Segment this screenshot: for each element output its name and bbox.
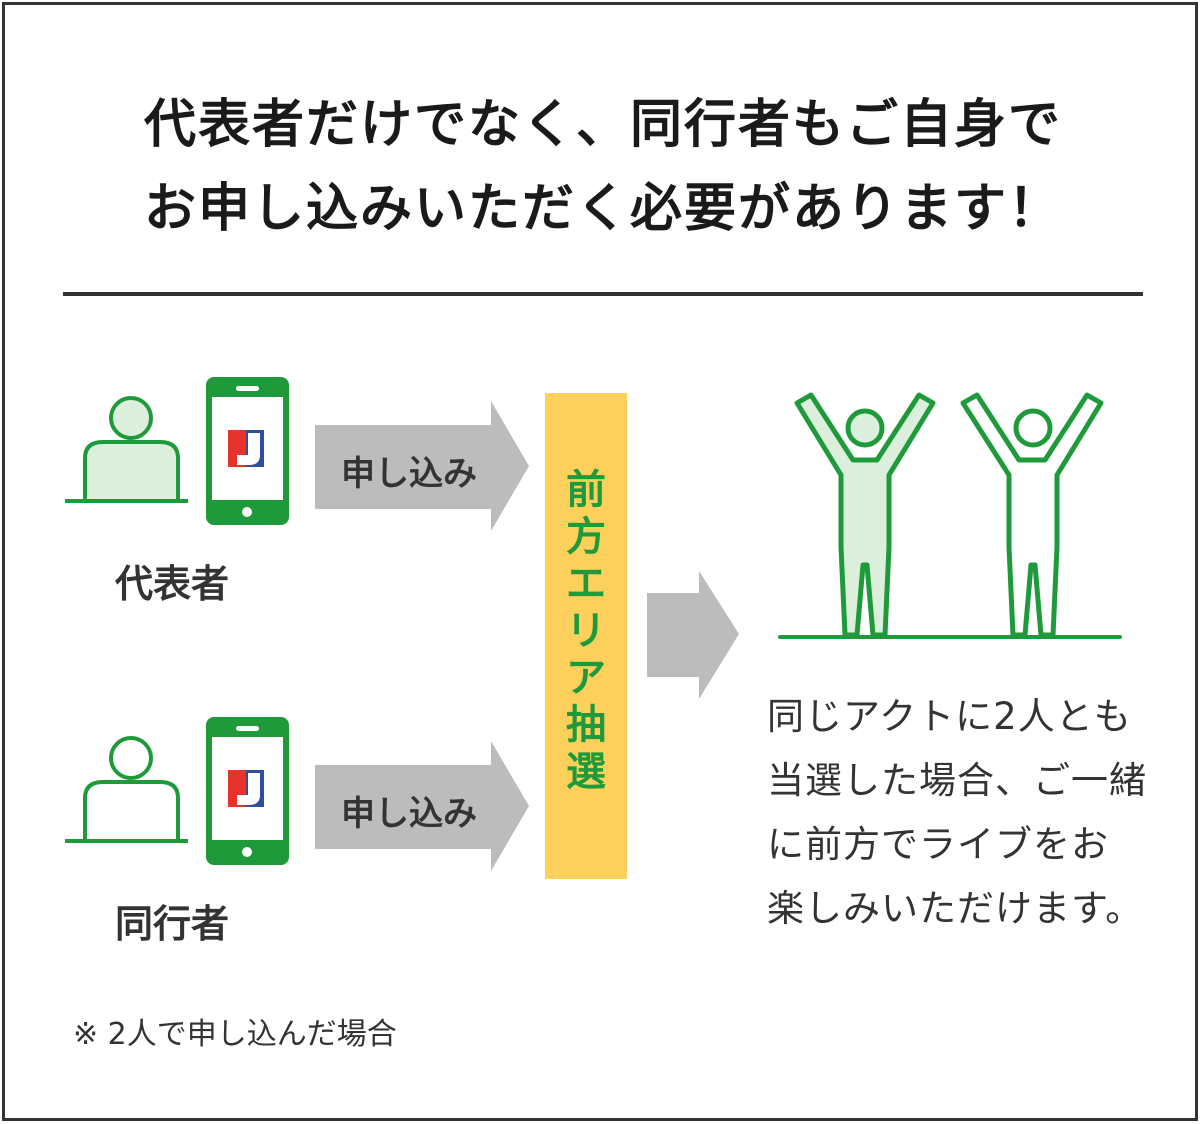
result-line: 当選した場合、ご一緒 xyxy=(767,759,1147,802)
celebrating-people-icon xyxy=(778,392,1122,639)
arrow-right-icon xyxy=(315,401,529,531)
result-line: 同じアクトに2人とも xyxy=(767,695,1132,738)
lottery-char: 方 xyxy=(566,514,606,560)
smartphone-icon xyxy=(206,717,289,865)
app-logo-icon xyxy=(228,430,264,467)
divider xyxy=(63,292,1143,296)
headline: 代表者だけでなく、同行者もご自身で お申し込みいただく必要があります！ xyxy=(5,83,1200,251)
front-area-lottery-box: 前 方 エ リ ア 抽 選 xyxy=(545,393,627,879)
lottery-char: 前 xyxy=(566,467,606,513)
footnote: ※ 2人で申し込んだ場合 xyxy=(73,1017,397,1052)
lottery-char: 選 xyxy=(566,749,606,795)
apply-label-representative: 申し込み xyxy=(341,454,477,494)
apply-label-companion: 申し込み xyxy=(341,794,477,834)
person-icon xyxy=(65,396,188,503)
headline-line-1: 代表者だけでなく、同行者もご自身で xyxy=(143,95,1062,155)
smartphone-icon xyxy=(206,377,289,525)
result-line: に前方でライブをお xyxy=(767,823,1109,866)
app-logo-icon xyxy=(228,770,264,807)
result-description: 同じアクトに2人とも 当選した場合、ご一緒 に前方でライブをお 楽しみいただけま… xyxy=(767,685,1147,941)
lottery-char: ア xyxy=(566,655,606,701)
lottery-char: 抽 xyxy=(566,702,606,748)
companion-label: 同行者 xyxy=(115,902,230,946)
headline-line-2: お申し込みいただく必要があります！ xyxy=(143,179,1062,239)
diagram-graphics xyxy=(65,377,1122,871)
lottery-char: リ xyxy=(566,608,606,654)
arrow-right-icon xyxy=(647,571,739,699)
result-line: 楽しみいただけます。 xyxy=(767,887,1144,930)
arrow-right-icon xyxy=(315,741,529,871)
lottery-char: エ xyxy=(566,561,606,607)
representative-label: 代表者 xyxy=(115,562,230,606)
lottery-label: 前 方 エ リ ア 抽 選 xyxy=(545,467,627,796)
person-icon xyxy=(65,736,188,843)
